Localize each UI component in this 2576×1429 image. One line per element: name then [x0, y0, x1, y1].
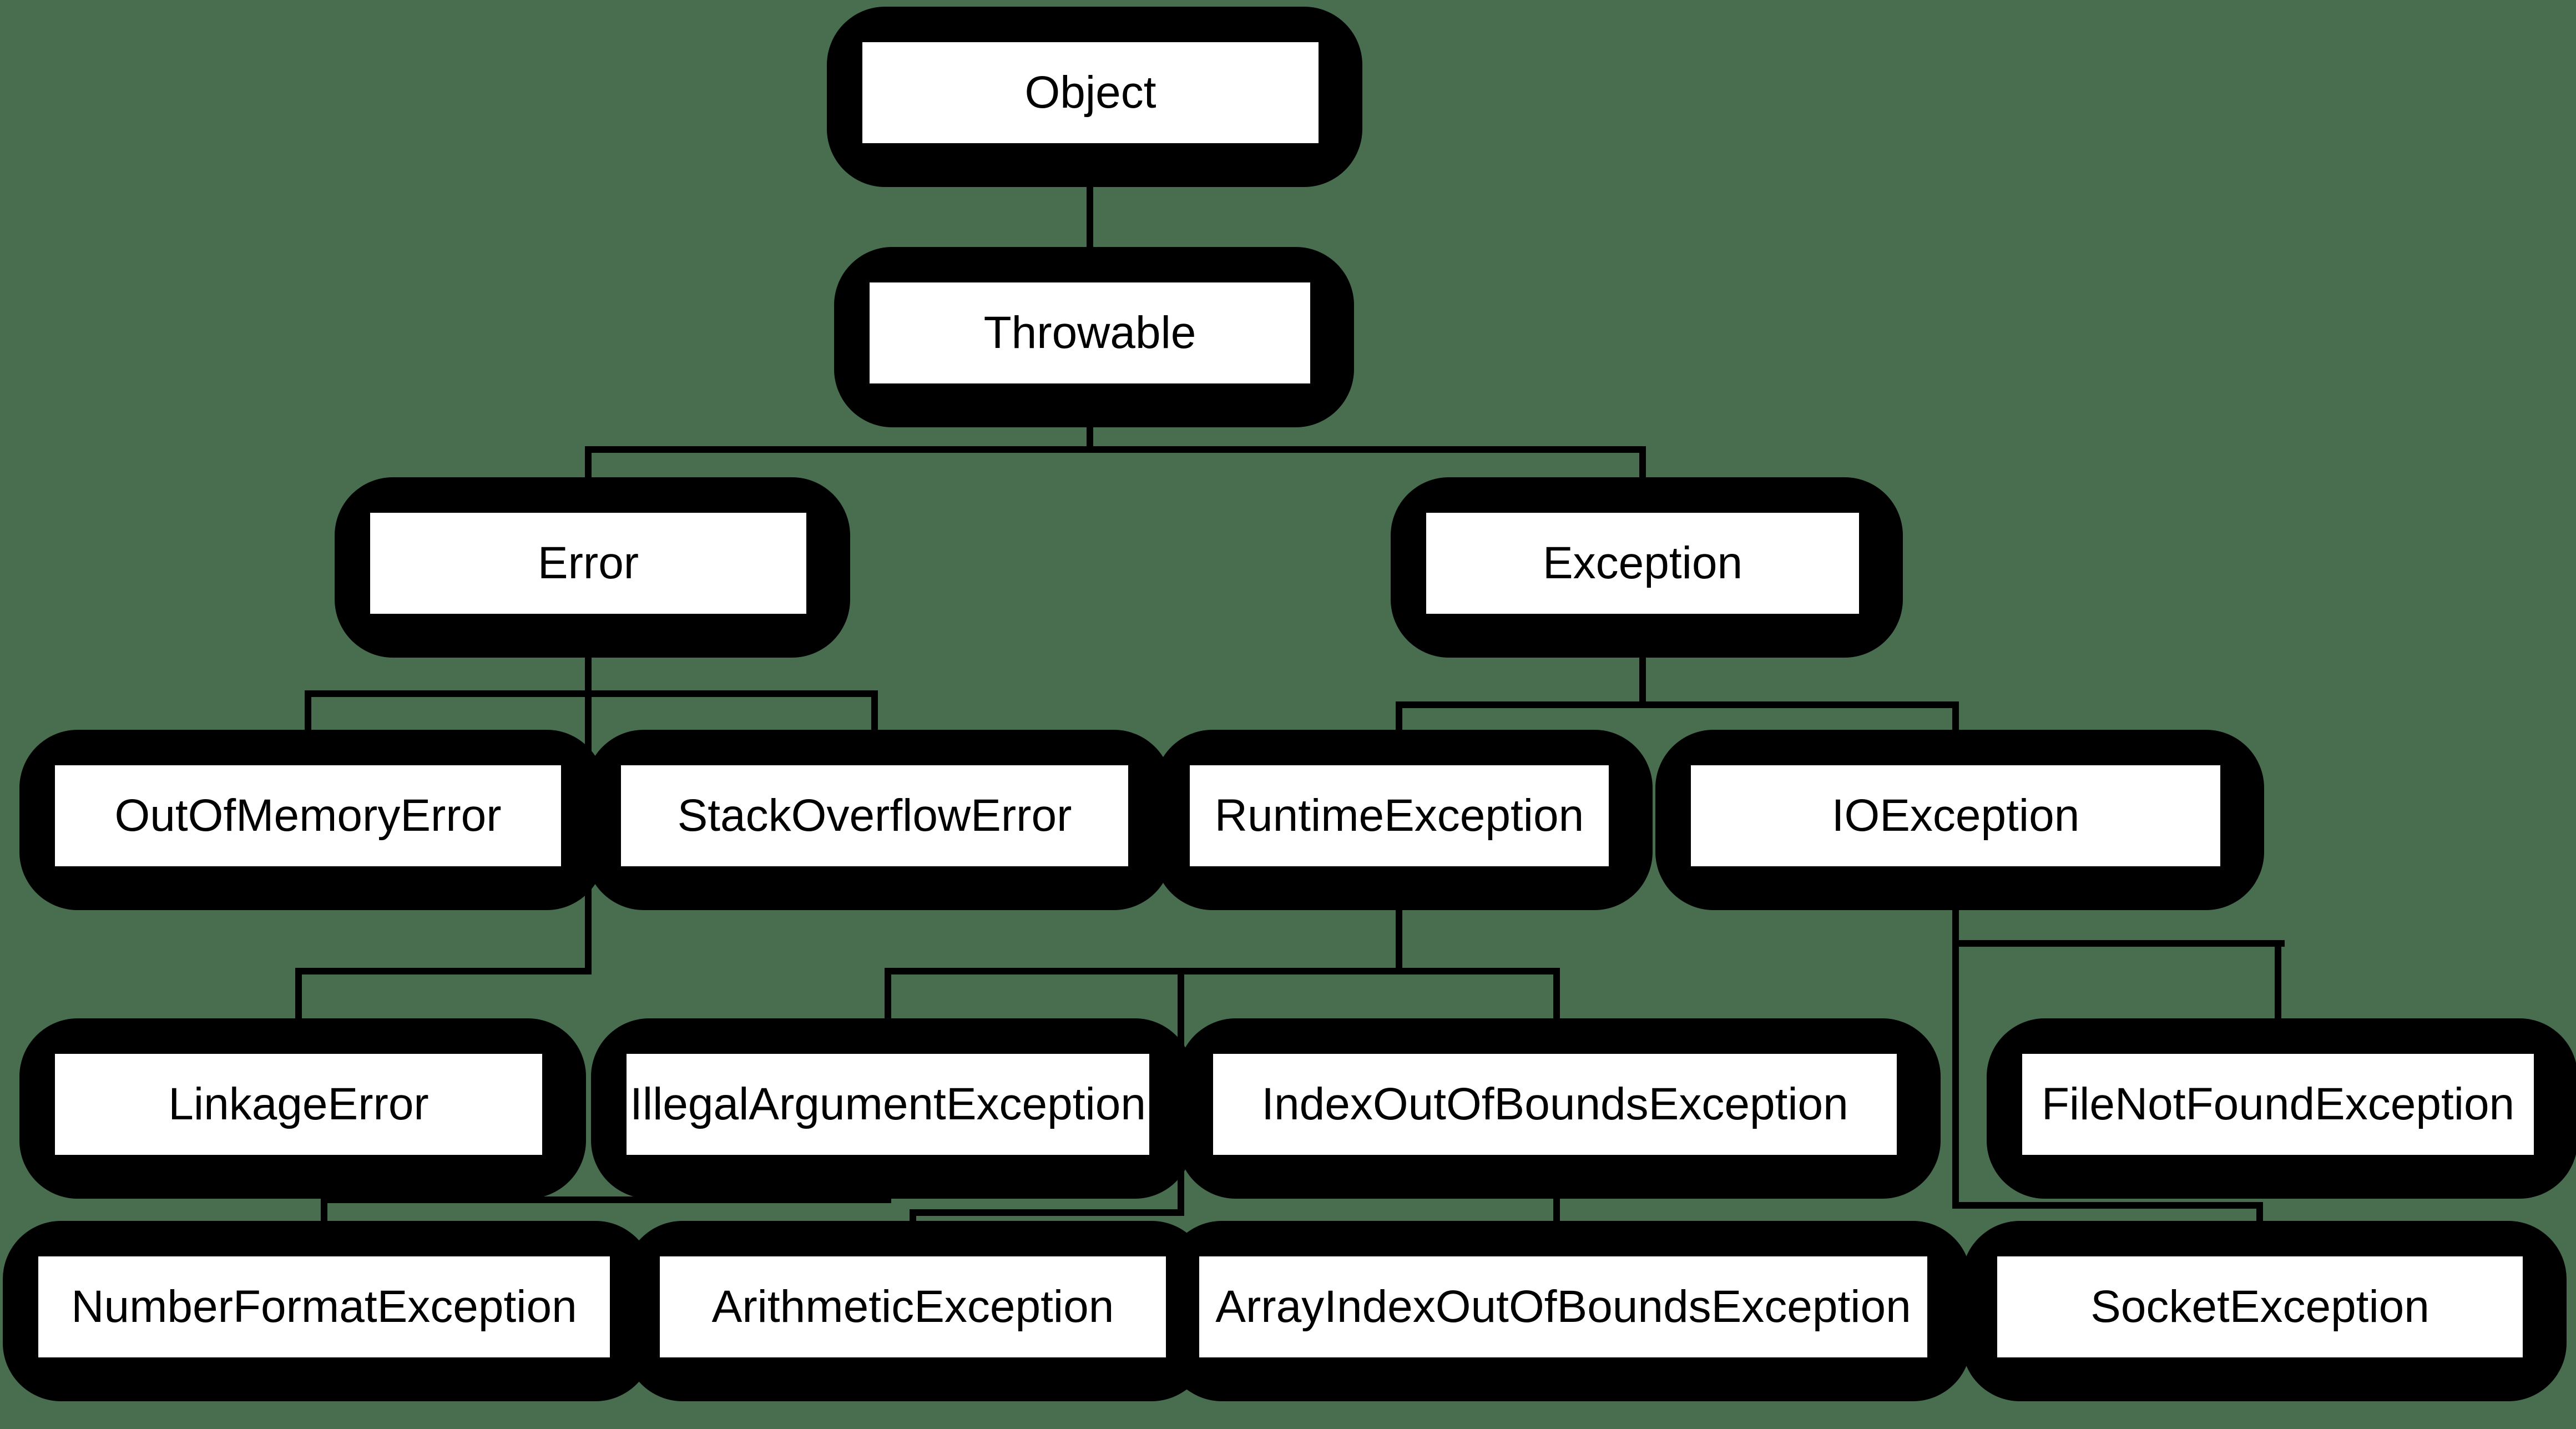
connector-file-not-found-rail [1952, 940, 2285, 947]
connector-throwable-rail [585, 446, 1646, 453]
node-arithmetic-exception: ArithmeticException [655, 1251, 1171, 1362]
node-throwable-label: Throwable [983, 307, 1196, 358]
node-index-out-of-bounds-exception-label: IndexOutOfBoundsException [1261, 1079, 1848, 1129]
node-exception: Exception [1421, 508, 1864, 619]
node-throwable: Throwable [865, 277, 1315, 388]
node-index-out-of-bounds-exception: IndexOutOfBoundsException [1208, 1049, 1902, 1160]
node-stack-overflow-error: StackOverflowError [616, 760, 1133, 871]
node-error: Error [365, 508, 811, 619]
connector-error-rail [305, 690, 878, 697]
node-linkage-error: LinkageError [50, 1049, 547, 1160]
node-number-format-exception-label: NumberFormatException [71, 1281, 577, 1332]
node-arithmetic-exception-label: ArithmeticException [711, 1281, 1114, 1332]
node-out-of-memory-error: OutOfMemoryError [50, 760, 566, 871]
node-illegal-argument-exception: IllegalArgumentException [622, 1049, 1154, 1160]
node-socket-exception-label: SocketException [2090, 1281, 2429, 1332]
connector-io-exception-trunk [1952, 816, 1959, 1209]
connector-socket-branch-horizontal [1952, 1202, 2263, 1209]
node-out-of-memory-error-label: OutOfMemoryError [114, 790, 502, 841]
node-linkage-error-label: LinkageError [168, 1079, 429, 1129]
node-file-not-found-exception: FileNotFoundException [2017, 1049, 2539, 1160]
connector-arithmetic-branch-horizontal [910, 1209, 1184, 1216]
node-number-format-exception: NumberFormatException [33, 1251, 615, 1362]
connector-runtime-exception-rail [885, 968, 1558, 974]
node-runtime-exception: RuntimeException [1185, 760, 1614, 871]
node-exception-label: Exception [1542, 538, 1743, 588]
node-stack-overflow-error-label: StackOverflowError [677, 790, 1072, 841]
node-array-index-out-of-bounds-exception-label: ArrayIndexOutOfBoundsException [1215, 1281, 1911, 1332]
node-io-exception-label: IOException [1831, 790, 2080, 841]
node-error-label: Error [537, 538, 639, 588]
node-illegal-argument-exception-label: IllegalArgumentException [630, 1079, 1146, 1129]
node-runtime-exception-label: RuntimeException [1214, 790, 1584, 841]
node-file-not-found-exception-label: FileNotFoundException [2041, 1079, 2515, 1129]
node-io-exception: IOException [1686, 760, 2225, 871]
node-array-index-out-of-bounds-exception: ArrayIndexOutOfBoundsException [1194, 1251, 1932, 1362]
node-socket-exception: SocketException [1992, 1251, 2528, 1362]
node-object-label: Object [1024, 67, 1156, 118]
connector-linkage-error-rail [295, 968, 592, 974]
connector-exception-rail [1396, 701, 1959, 708]
node-object: Object [857, 37, 1324, 148]
